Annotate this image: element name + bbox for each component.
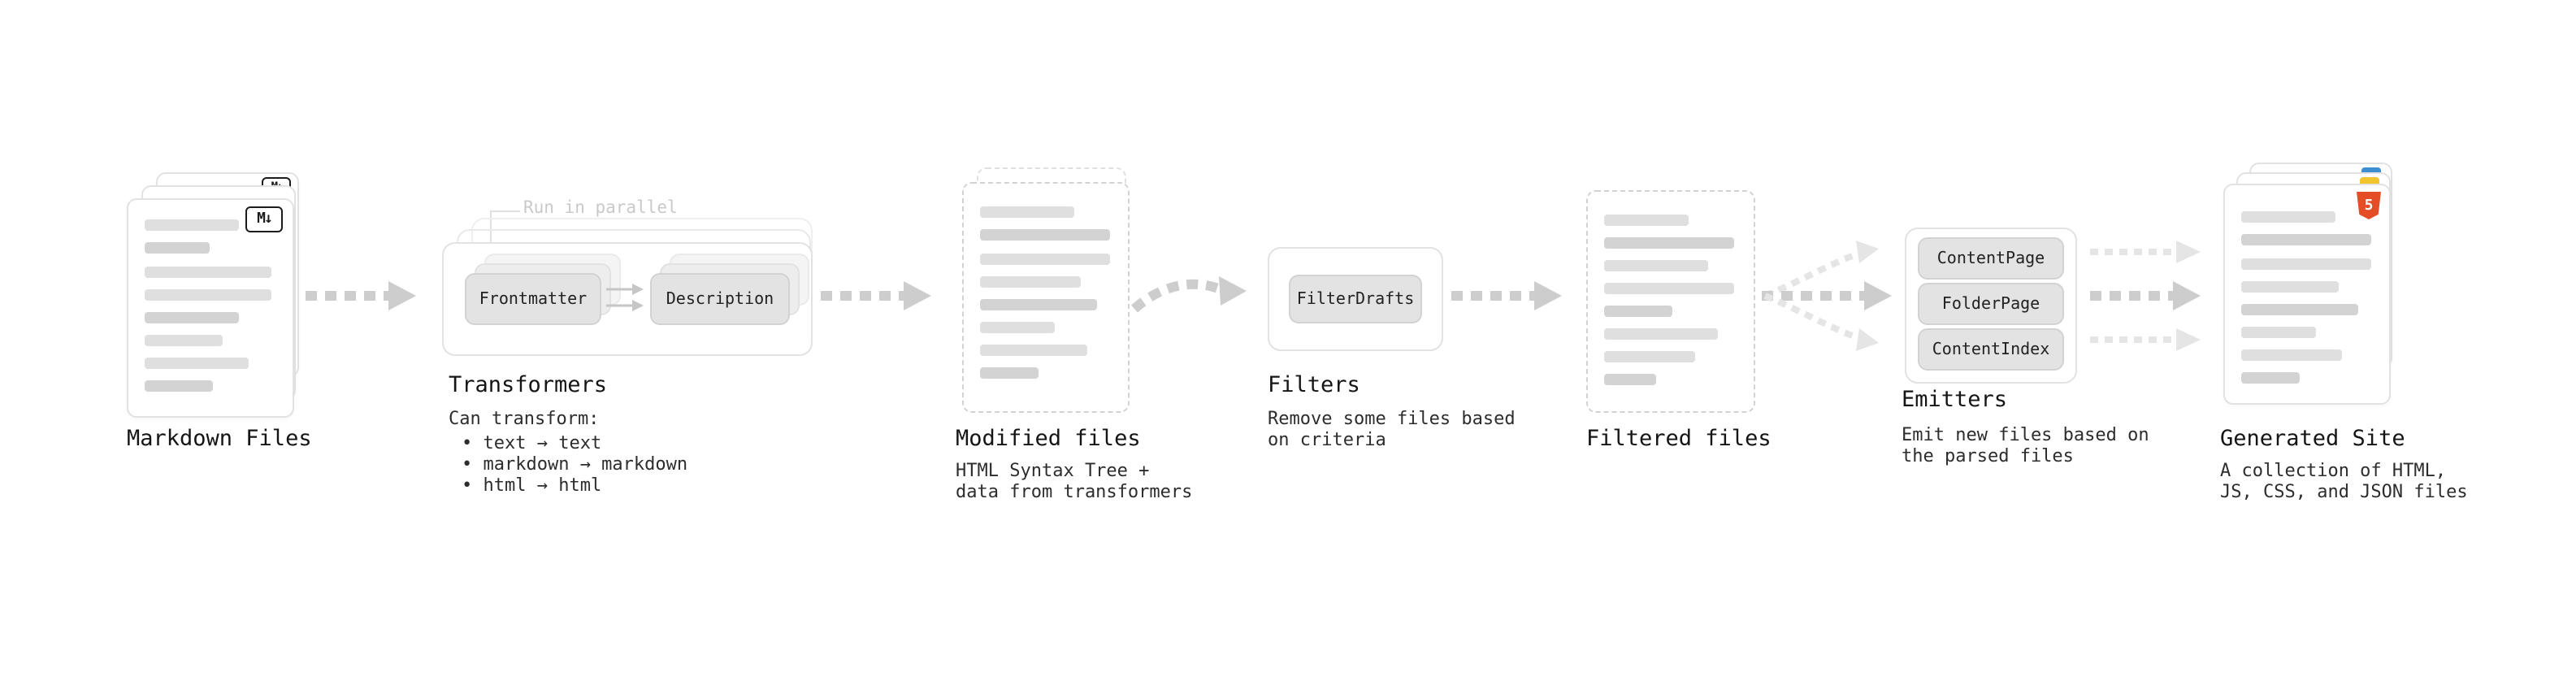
text-line-placeholder [145, 242, 210, 254]
arrow-modified-to-filters [1131, 276, 1247, 313]
transformer-frontmatter-button: Frontmatter [465, 273, 601, 325]
text-line-placeholder [980, 367, 1039, 379]
text-line-placeholder [2241, 258, 2371, 270]
text-line-placeholder [2241, 349, 2342, 361]
text-line-placeholder [2241, 281, 2339, 293]
modified-files-label: Modified files [956, 426, 1141, 452]
site-file-card-front: 5 [2223, 184, 2391, 405]
text-line-placeholder [1604, 237, 1734, 249]
text-line-placeholder [980, 276, 1081, 288]
filters-subtitle: Remove some files based [1268, 408, 1516, 429]
text-line-placeholder [1604, 328, 1718, 340]
modified-files-subtitle: data from transformers [956, 481, 1193, 502]
generated-site-subtitle: JS, CSS, and JSON files [2220, 481, 2468, 502]
text-line-placeholder [980, 345, 1087, 356]
arrow-markdown-to-transformers [306, 281, 416, 310]
text-line-placeholder [145, 289, 271, 301]
text-line-placeholder [145, 335, 223, 346]
markdown-icon: M↓ [245, 206, 283, 232]
parallel-arrows-icon [606, 284, 644, 311]
text-line-placeholder [980, 299, 1097, 310]
text-line-placeholder [2241, 234, 2371, 245]
text-line-placeholder [1604, 374, 1656, 385]
emitters-label: Emitters [1902, 387, 2008, 413]
emitters-subtitle: the parsed files [1902, 445, 2074, 466]
generated-site-label: Generated Site [2220, 426, 2405, 452]
generated-site-subtitle: A collection of HTML, [2220, 460, 2447, 481]
html5-icon: 5 [2357, 192, 2381, 219]
text-line-placeholder [2241, 372, 2300, 384]
emitter-folderpage-button: FolderPage [1918, 283, 2064, 325]
text-line-placeholder [1604, 215, 1689, 226]
transformers-label: Transformers [449, 372, 608, 398]
emitters-subtitle: Emit new files based on [1902, 424, 2149, 445]
text-line-placeholder [145, 358, 249, 369]
transformers-caption: Can transform: [449, 408, 600, 429]
filters-subtitle: on criteria [1268, 429, 1386, 450]
text-line-placeholder [980, 229, 1110, 241]
text-line-placeholder [145, 219, 239, 231]
filter-drafts-button: FilterDrafts [1289, 275, 1422, 323]
filtered-files-label: Filtered files [1586, 426, 1772, 452]
transformers-bullet: • text → text [462, 432, 602, 453]
emitter-contentindex-button: ContentIndex [1918, 328, 2064, 371]
annotation-connector-line [490, 210, 520, 249]
text-line-placeholder [2241, 304, 2358, 315]
text-line-placeholder [1604, 306, 1672, 317]
text-line-placeholder [2241, 211, 2335, 223]
text-line-placeholder [1604, 351, 1695, 362]
modified-files-subtitle: HTML Syntax Tree + [956, 460, 1150, 481]
transformers-bullet: • html → html [462, 475, 602, 496]
arrows-emitters-to-site [2090, 241, 2201, 351]
markdown-file-card-front: M↓ [127, 198, 294, 418]
modified-file-card-front [962, 182, 1130, 413]
text-line-placeholder [980, 322, 1055, 333]
arrows-filtered-to-emitters [1762, 241, 1892, 351]
transformers-bullet: • markdown → markdown [462, 453, 688, 475]
text-line-placeholder [1604, 283, 1734, 294]
text-line-placeholder [980, 254, 1110, 265]
filters-label: Filters [1268, 372, 1360, 398]
markdown-files-label: Markdown Files [127, 426, 312, 452]
text-line-placeholder [980, 206, 1074, 218]
text-line-placeholder [145, 312, 239, 323]
emitter-contentpage-button: ContentPage [1918, 237, 2064, 280]
text-line-placeholder [2241, 327, 2316, 338]
filtered-file-card [1586, 190, 1755, 413]
text-line-placeholder [145, 380, 213, 392]
transformer-description-button: Description [650, 273, 790, 325]
text-line-placeholder [145, 267, 271, 278]
text-line-placeholder [1604, 260, 1708, 271]
arrow-transformers-to-modified [821, 281, 931, 310]
arrow-filters-to-filtered [1451, 281, 1562, 310]
run-in-parallel-annotation: Run in parallel [523, 198, 678, 218]
